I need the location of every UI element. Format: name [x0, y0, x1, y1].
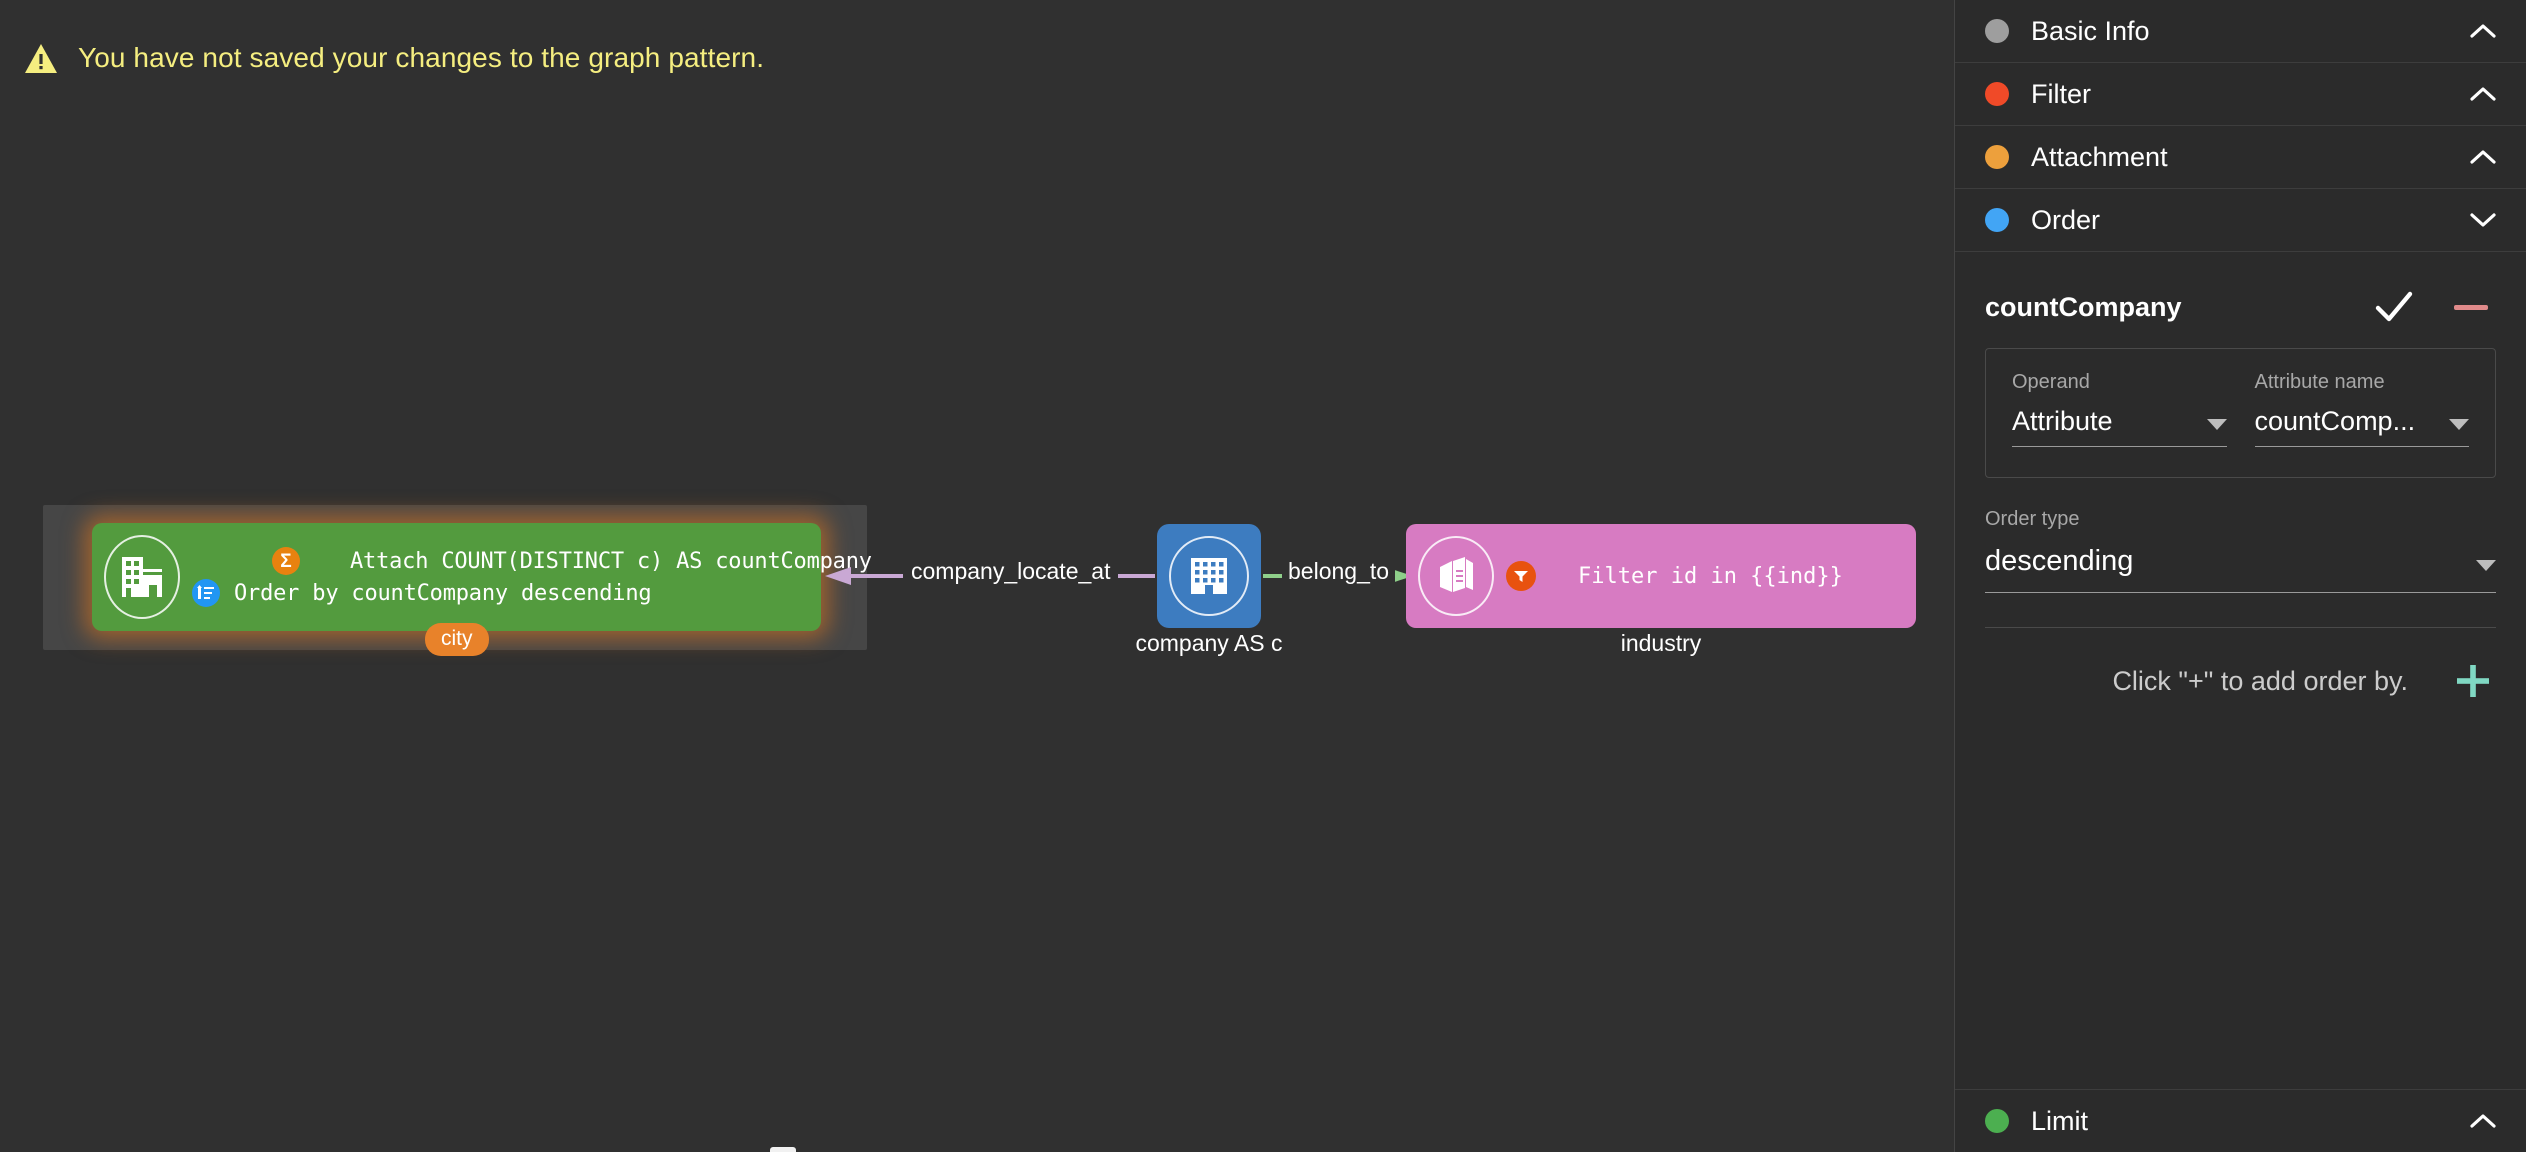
node-attach-text: Attach COUNT(DISTINCT c) AS countCompany: [350, 548, 872, 574]
panel-section-limit[interactable]: Limit: [1955, 1089, 2526, 1152]
order-entry-header: countCompany: [1985, 252, 2496, 348]
minus-icon[interactable]: [2454, 304, 2488, 310]
order-type-field: Order type descending: [1985, 508, 2496, 593]
node-order-text: Order by countCompany descending: [234, 580, 652, 606]
order-entry-title: countCompany: [1985, 291, 2182, 322]
graph-canvas[interactable]: You have not saved your changes to the g…: [0, 0, 1954, 1152]
section-status-dot: [1985, 82, 2009, 106]
graph-node-label-company: company AS c: [1135, 630, 1283, 656]
caret-down-icon: [2206, 418, 2227, 430]
graph-node-company[interactable]: [1157, 524, 1261, 628]
panel-section-basic-info[interactable]: Basic Info: [1955, 0, 2526, 63]
add-order-by-hint: Click "+" to add order by.: [2112, 665, 2408, 696]
section-title-order: Order: [2031, 204, 2101, 235]
warning-message: You have not saved your changes to the g…: [78, 41, 765, 73]
edge-label-company-locate-at: company_locate_at: [903, 558, 1119, 585]
order-type-label: Order type: [1985, 508, 2080, 530]
order-type-select[interactable]: descending: [1985, 545, 2496, 593]
order-section-body: countCompany Operand Attribute: [1955, 252, 2526, 1089]
operand-label: Operand: [2012, 371, 2090, 393]
chevron-up-icon[interactable]: [2470, 23, 2496, 39]
section-title-filter: Filter: [2031, 78, 2091, 109]
panel-section-filter[interactable]: Filter: [1955, 63, 2526, 126]
operand-select[interactable]: Attribute: [2012, 406, 2227, 447]
attribute-name-label: Attribute name: [2254, 371, 2385, 393]
order-operand-box: Operand Attribute Attribute name countCo…: [1985, 348, 2496, 478]
warning-triangle-icon: [24, 43, 58, 75]
chevron-up-icon[interactable]: [2470, 86, 2496, 102]
node-filter-text: Filter id in {{ind}}: [1578, 563, 1843, 589]
panel-section-order[interactable]: Order: [1955, 189, 2526, 252]
caret-down-icon: [2449, 418, 2469, 430]
graph-node-label-industry: industry: [1620, 630, 1702, 656]
section-title-limit: Limit: [2031, 1105, 2089, 1136]
check-icon[interactable]: [2374, 290, 2414, 324]
unsaved-changes-warning: You have not saved your changes to the g…: [0, 0, 1954, 115]
office-building-icon: [1169, 536, 1249, 616]
operand-value: Attribute: [2012, 406, 2113, 436]
section-title-attachment: Attachment: [2031, 141, 2168, 172]
sort-order-icon: [192, 579, 220, 607]
attribute-name-select[interactable]: countComp...: [2254, 406, 2469, 447]
plus-icon[interactable]: [2454, 662, 2492, 700]
graph-node-industry[interactable]: Filter id in {{ind}}: [1406, 524, 1916, 628]
graph-node-city[interactable]: Σ Attach COUNT(DISTINCT c) AS countCompa…: [92, 523, 872, 631]
attribute-name-value: countComp...: [2254, 406, 2416, 436]
sum-sigma-icon: Σ: [272, 547, 300, 575]
order-type-value: descending: [1985, 545, 2134, 577]
properties-panel: Basic Info Filter Attachment Order: [1954, 0, 2526, 1152]
canvas-bottom-toolbar[interactable]: [770, 1147, 796, 1152]
chevron-up-icon[interactable]: [2470, 149, 2496, 165]
node-attach-row[interactable]: Σ Attach COUNT(DISTINCT c) AS countCompa…: [192, 547, 872, 575]
section-title-basic-info: Basic Info: [2031, 15, 2150, 46]
graph-pattern: Σ Attach COUNT(DISTINCT c) AS countCompa…: [43, 505, 1916, 1152]
edge-label-belong-to: belong_to: [1282, 558, 1396, 585]
package-box-icon: [1406, 524, 1506, 628]
attribute-name-field: Attribute name countComp...: [2254, 371, 2469, 447]
chevron-up-icon[interactable]: [2470, 1113, 2496, 1129]
section-status-dot: [1985, 208, 2009, 232]
section-status-dot: [1985, 1109, 2009, 1133]
city-buildings-icon: [92, 523, 192, 631]
caret-down-icon: [2476, 559, 2496, 571]
chevron-down-icon[interactable]: [2470, 212, 2496, 228]
node-order-row[interactable]: Order by countCompany descending: [192, 579, 872, 607]
filter-funnel-icon: [1506, 561, 1536, 591]
node-label-chip-city[interactable]: city: [425, 623, 489, 656]
operand-field: Operand Attribute: [2012, 371, 2227, 447]
section-status-dot: [1985, 19, 2009, 43]
section-status-dot: [1985, 145, 2009, 169]
add-order-by-row: Click "+" to add order by.: [1985, 627, 2496, 700]
panel-section-attachment[interactable]: Attachment: [1955, 126, 2526, 189]
